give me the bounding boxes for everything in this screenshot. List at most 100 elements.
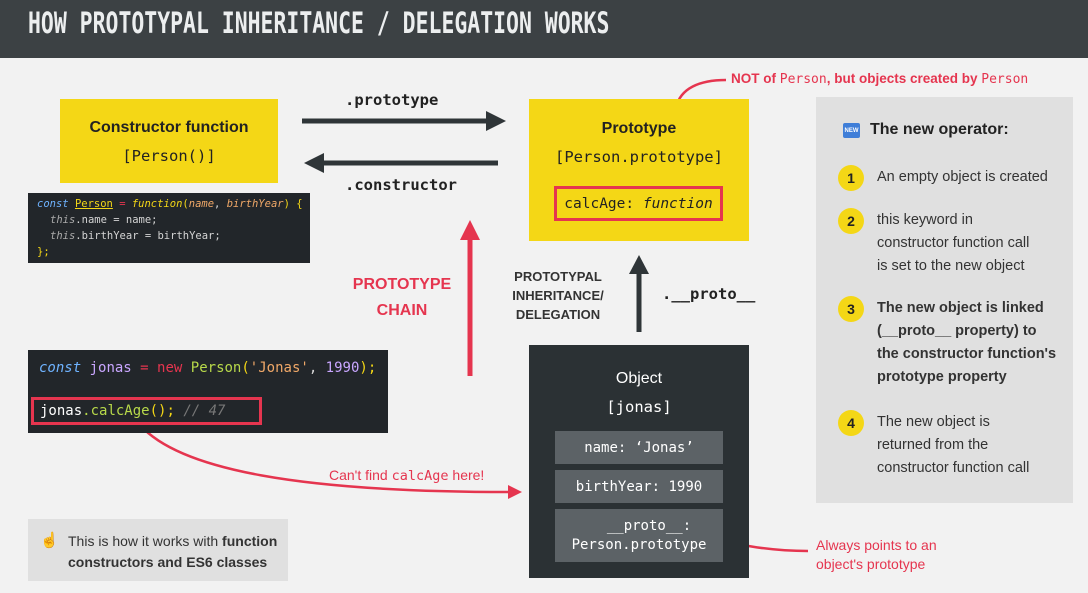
code-comment: // 47 — [183, 403, 226, 419]
not-of-person-text-3: , but objects created by — [826, 71, 982, 86]
not-of-person-text-2: Person — [779, 72, 827, 87]
proto-arrow-label: .__proto__ — [662, 285, 756, 303]
code-variable: jonas — [89, 360, 132, 376]
note-line-1-a: This is how it works with — [68, 533, 223, 549]
step-4-line: constructor function call — [877, 460, 1030, 476]
code-line-1: const Person = function(name, birthYear)… — [37, 196, 303, 212]
step-1-number: 1 — [838, 165, 864, 191]
cant-find-text-3: here! — [448, 467, 485, 483]
proto-arrow-head — [629, 255, 649, 274]
note-line-1-b: function — [222, 533, 278, 549]
object-prop-proto: __proto__: Person.prototype — [555, 509, 723, 562]
step-2-number: 2 — [838, 208, 864, 234]
code-operator: = — [131, 360, 158, 376]
constructor-function-label: Constructor function — [89, 119, 249, 136]
object-box: Object [jonas] name: ‘Jonas’ birthYear: … — [529, 345, 749, 578]
person-constructor-code: const Person = function(name, birthYear)… — [28, 193, 310, 263]
code-line-4: }; — [37, 246, 50, 258]
code-method: .calcAge — [82, 403, 150, 419]
code-assign: .name = name; — [75, 214, 158, 226]
jonas-code-line-1: const jonas = new Person('Jonas', 1990); — [39, 360, 376, 376]
step-2-line: this keyword in — [877, 212, 973, 228]
jonas-calcage-call: jonas.calcAge(); // 47 — [31, 397, 262, 425]
calcage-method: calcAge: function — [554, 186, 723, 221]
new-operator-panel: NEW The new operator: 1 An empty object … — [816, 97, 1073, 503]
step-3-line: (__proto__ property) to — [877, 323, 1037, 339]
step-2-line: constructor function call — [877, 235, 1030, 251]
object-prop-birthyear: birthYear: 1990 — [555, 470, 723, 503]
step-4-number: 4 — [838, 410, 864, 436]
not-of-person-text-1: NOT of — [731, 71, 780, 86]
code-new-keyword: new — [157, 360, 183, 376]
prototype-arrow-head — [486, 111, 506, 131]
always-points-line-2: object's prototype — [816, 556, 926, 572]
code-this: this — [50, 214, 76, 226]
code-operator: = — [112, 198, 132, 210]
not-of-person-note: NOT of Person, but objects created by Pe… — [731, 71, 1028, 87]
step-2-text: this keyword in constructor function cal… — [877, 209, 1029, 278]
always-points-note: Always points to an object's prototype — [816, 536, 937, 574]
note-text: This is how it works with function const… — [68, 531, 277, 573]
code-variable: jonas — [40, 403, 83, 419]
inheritance-line-3: DELEGATION — [515, 307, 601, 322]
cant-find-arrow-head — [508, 485, 522, 499]
code-param: birthYear — [226, 198, 284, 210]
object-name: [jonas] — [606, 398, 672, 416]
prototype-box: Prototype [Person.prototype] calcAge: fu… — [529, 99, 749, 241]
pointing-hand-icon: ☝ — [40, 532, 59, 549]
function-constructors-note: ☝ This is how it works with function con… — [28, 519, 288, 581]
jonas-code: const jonas = new Person('Jonas', 1990);… — [28, 350, 388, 433]
prototype-name: [Person.prototype] — [555, 148, 723, 166]
prototypal-inheritance-label: PROTOTYPAL INHERITANCE/ DELEGATION — [498, 267, 618, 324]
code-class-name: Person — [74, 198, 113, 210]
object-label: Object — [615, 370, 663, 387]
code-keyword: const — [39, 360, 82, 376]
code-class-name: Person — [190, 360, 242, 376]
step-3-number: 3 — [838, 296, 864, 322]
note-line-2: constructors and ES6 classes — [68, 554, 268, 570]
step-4-line: returned from the — [877, 437, 989, 453]
always-points-line-1: Always points to an — [816, 537, 937, 553]
inheritance-line-1: PROTOTYPAL — [514, 269, 602, 284]
code-line-3: this.birthYear = birthYear; — [50, 228, 221, 244]
code-param: name — [188, 198, 215, 210]
code-assign: .birthYear = birthYear; — [75, 230, 221, 242]
cant-find-text-2: calcAge — [391, 468, 449, 484]
code-string: 'Jonas' — [249, 360, 309, 376]
step-3-line: The new object is linked — [877, 300, 1044, 316]
prototype-chain-label: PROTOTYPE CHAIN — [330, 272, 474, 324]
code-paren: ( — [182, 198, 189, 210]
header-bar — [0, 0, 1088, 58]
code-comma: , — [214, 198, 227, 210]
prototype-chain-arrow-head — [460, 220, 480, 240]
constructor-function-box: Constructor function [Person()] — [60, 99, 278, 183]
prototype-chain-line-2: CHAIN — [376, 302, 428, 319]
constructor-arrow-label: .constructor — [345, 176, 457, 194]
cant-find-text-1: Can't find — [329, 467, 392, 483]
code-line-2: this.name = name; — [50, 212, 157, 228]
not-of-person-text-4: Person — [981, 72, 1029, 87]
step-4-text: The new object is returned from the cons… — [877, 411, 1029, 480]
step-1-text: An empty object is created — [877, 166, 1048, 189]
code-function-keyword: function — [131, 198, 183, 210]
prototype-arrow-label: .prototype — [345, 91, 439, 109]
code-paren: ( — [241, 360, 250, 376]
prototype-label: Prototype — [601, 120, 677, 137]
object-proto-line-2: Person.prototype — [571, 537, 707, 553]
step-3-text: The new object is linked (__proto__ prop… — [877, 297, 1056, 389]
constructor-function-name: [Person()] — [122, 147, 216, 165]
note-line-1: This is how it works with function — [68, 531, 277, 552]
prototype-chain-line-1: PROTOTYPE — [352, 276, 452, 293]
code-paren: ); — [359, 360, 377, 376]
step-3-line: the constructor function's — [877, 346, 1057, 362]
code-paren: (); — [149, 403, 175, 419]
new-operator-heading: The new operator: — [870, 121, 1009, 138]
constructor-arrow-head — [304, 153, 324, 173]
calcage-method-value: function — [642, 195, 713, 212]
inheritance-line-2: INHERITANCE/ — [512, 288, 604, 303]
step-1-line: An empty object is created — [877, 169, 1048, 185]
cant-find-arrow — [139, 424, 511, 494]
object-proto-line-1: __proto__: — [606, 518, 692, 534]
page-title: HOW PROTOTYPAL INHERITANCE / DELEGATION … — [28, 6, 610, 40]
